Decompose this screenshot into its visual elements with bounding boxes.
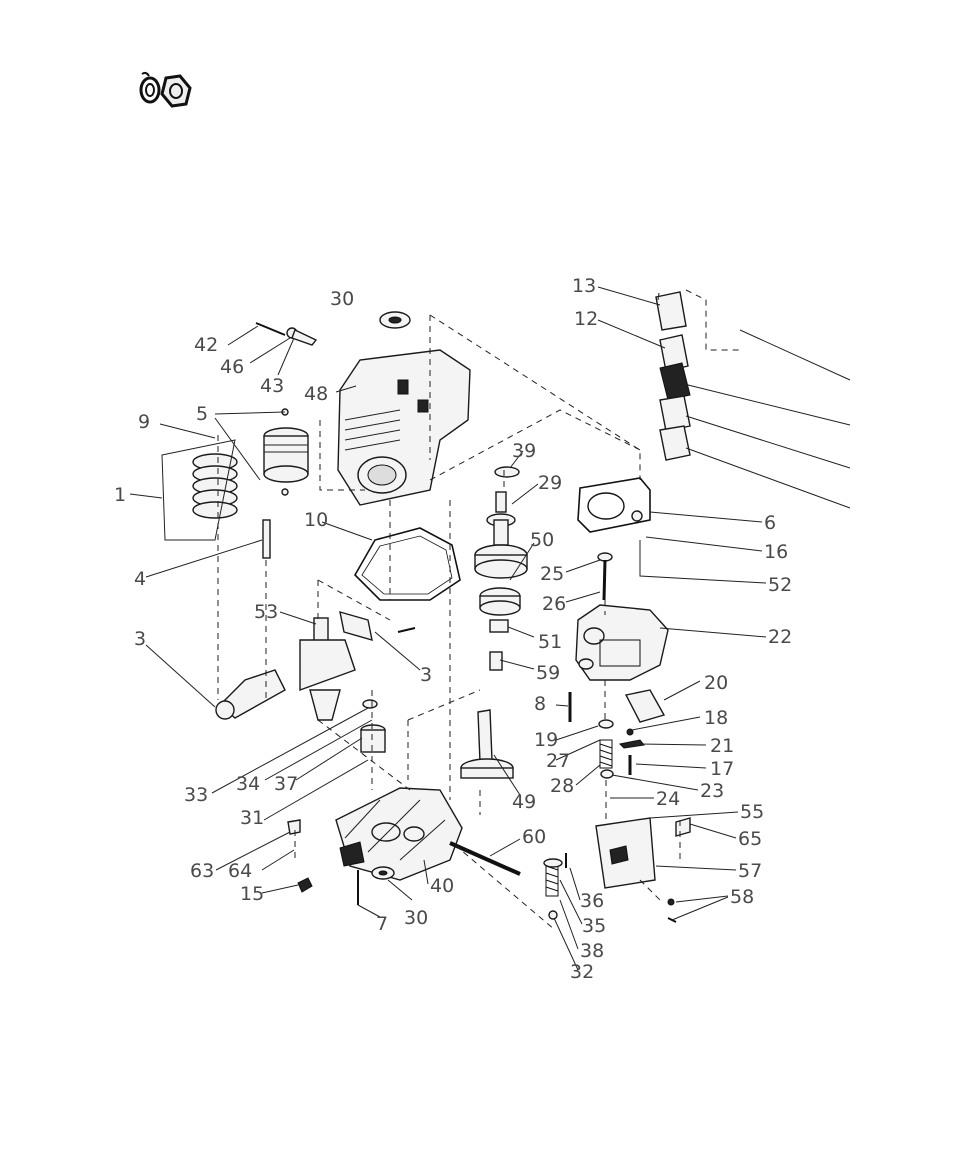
part-30-bearing-top	[380, 312, 410, 328]
label-40: 40	[430, 875, 454, 897]
label-65: 65	[738, 828, 762, 850]
construction-lines	[218, 290, 740, 930]
label-6: 6	[764, 512, 776, 534]
label-12: 12	[574, 308, 598, 330]
label-58: 58	[730, 886, 754, 908]
label-60: 60	[522, 826, 546, 848]
part-23-retainer	[601, 770, 613, 778]
part-39-washer	[495, 467, 519, 477]
part-6-head-gasket	[578, 478, 650, 532]
part-42-bolt	[256, 323, 316, 345]
label-16: 16	[764, 541, 788, 563]
label-8: 8	[534, 693, 546, 715]
part-65-plug	[676, 818, 690, 836]
part-49-cam-gear	[461, 710, 513, 778]
label-39: 39	[512, 440, 536, 462]
part-48-cylinder-block	[338, 350, 470, 505]
label-10: 10	[304, 509, 328, 531]
label-43: 43	[260, 375, 284, 397]
label-26: 26	[542, 593, 566, 615]
part-19-valve-cap	[599, 720, 613, 728]
label-7: 7	[376, 913, 388, 935]
part-20-bracket	[626, 690, 664, 722]
label-28: 28	[550, 775, 574, 797]
label-15: 15	[240, 883, 264, 905]
part-15-nut	[298, 878, 312, 892]
part-51-bushing	[490, 620, 508, 632]
part-60-shaft	[450, 843, 520, 874]
label-57: 57	[738, 860, 762, 882]
part-13-filter-plate	[656, 292, 686, 330]
label-24: 24	[656, 788, 680, 810]
part-40-crankcase	[336, 788, 462, 880]
label-30-bottom: 30	[404, 907, 428, 929]
label-48: 48	[304, 383, 328, 405]
part-57-valve-cover	[596, 818, 655, 888]
part-4-piston-pin	[263, 520, 270, 558]
part-28-spring	[600, 740, 612, 768]
label-9: 9	[138, 411, 150, 433]
label-35: 35	[582, 915, 606, 937]
label-3-left: 3	[134, 628, 146, 650]
part-10-gasket	[355, 528, 460, 600]
label-32: 32	[570, 961, 594, 983]
label-25: 25	[540, 563, 564, 585]
part-30-bearing-bottom	[372, 867, 394, 879]
label-38: 38	[580, 940, 604, 962]
label-33: 33	[184, 784, 208, 806]
label-37: 37	[274, 773, 298, 795]
label-27: 27	[546, 750, 570, 772]
label-42: 42	[194, 334, 218, 356]
part-50-gear	[480, 588, 520, 615]
label-50: 50	[530, 529, 554, 551]
part-25-valve	[598, 553, 612, 600]
label-64: 64	[228, 860, 252, 882]
label-23: 23	[700, 780, 724, 802]
label-4: 4	[134, 568, 146, 590]
label-18: 18	[704, 707, 728, 729]
label-22: 22	[768, 626, 792, 648]
part-33-washer	[363, 700, 377, 708]
label-30-top: 30	[330, 288, 354, 310]
label-13: 13	[572, 275, 596, 297]
label-21: 21	[710, 735, 734, 757]
part-59-bushing	[490, 652, 502, 670]
label-55: 55	[740, 801, 764, 823]
label-51: 51	[538, 631, 562, 653]
part-filter-element	[660, 363, 690, 400]
label-5: 5	[196, 403, 208, 425]
label-31: 31	[240, 807, 264, 829]
label-49: 49	[512, 791, 536, 813]
part-22-cylinder-head	[576, 605, 668, 680]
label-46: 46	[220, 356, 244, 378]
label-29: 29	[538, 472, 562, 494]
label-17: 17	[710, 758, 734, 780]
part-9-piston	[264, 409, 308, 495]
label-3-right: 3	[420, 664, 432, 686]
label-20: 20	[704, 672, 728, 694]
part-21-rocker	[620, 729, 644, 775]
part-37-bearing	[361, 725, 385, 752]
label-52: 52	[768, 574, 792, 596]
label-36: 36	[580, 890, 604, 912]
part-filter-gasket	[660, 396, 690, 460]
label-1: 1	[114, 484, 126, 506]
part-1-piston-rings	[162, 440, 237, 540]
label-53: 53	[254, 601, 278, 623]
label-19: 19	[534, 729, 558, 751]
label-34: 34	[236, 773, 260, 795]
label-59: 59	[536, 662, 560, 684]
label-63: 63	[190, 860, 214, 882]
